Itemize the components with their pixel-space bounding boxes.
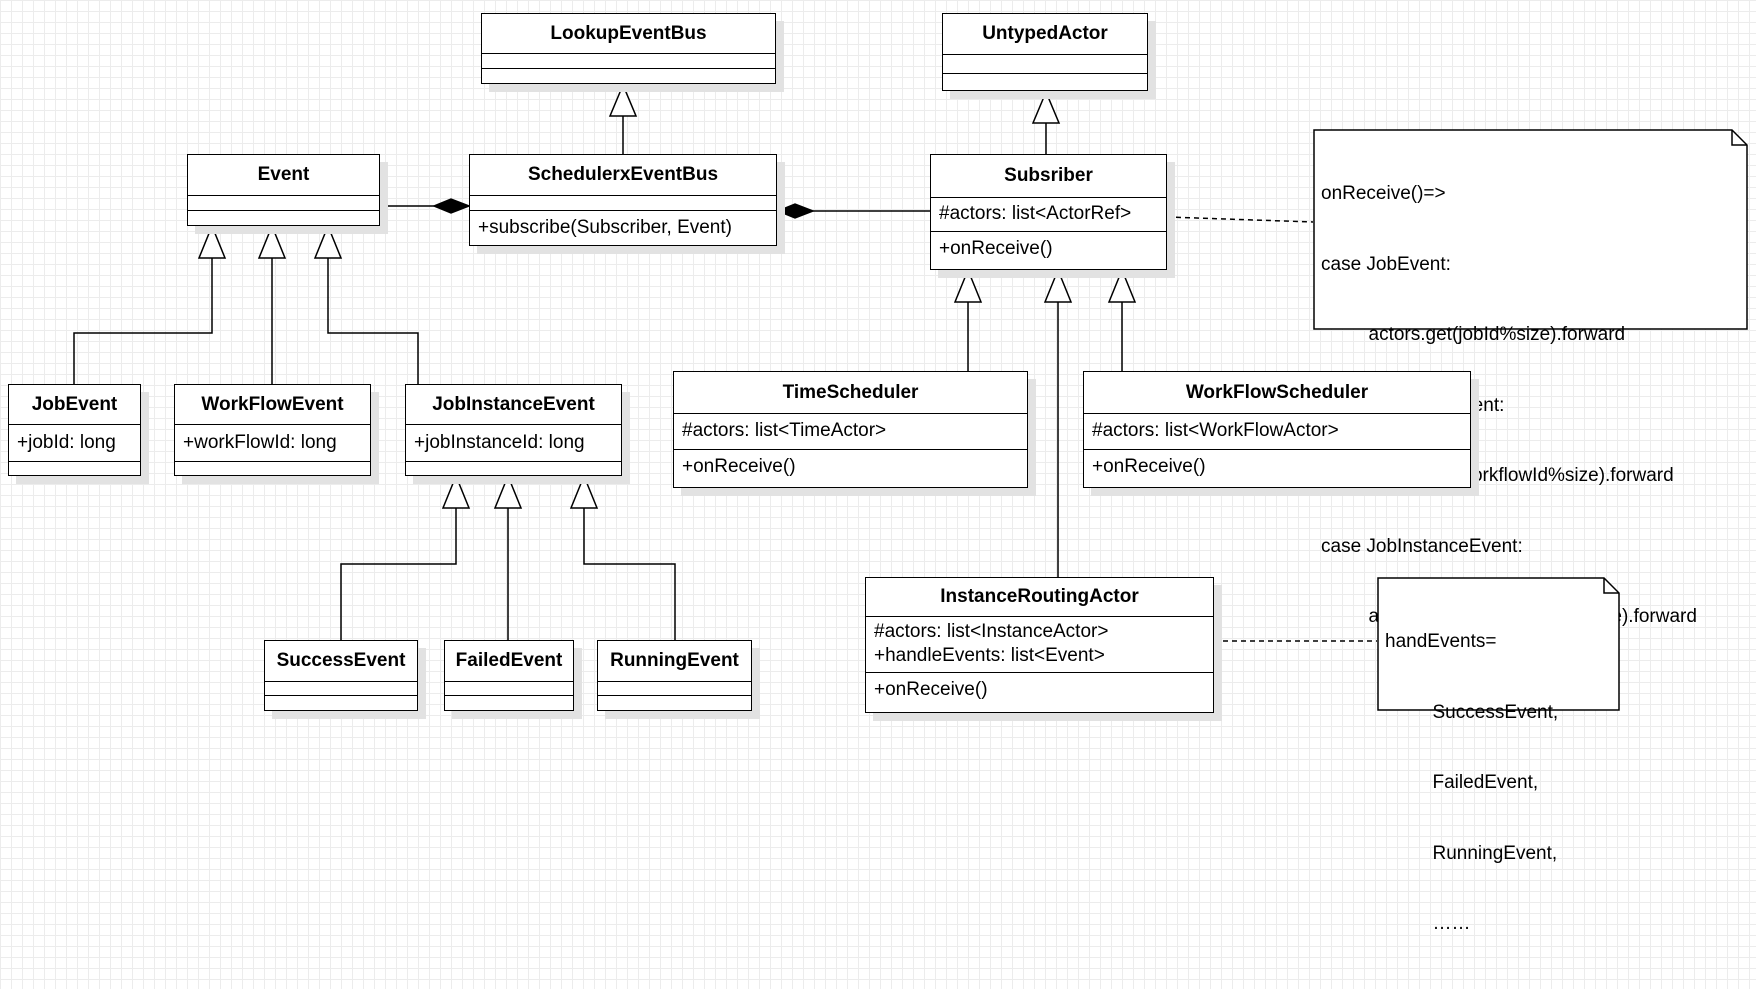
attributes-section [265,682,417,696]
class-successevent: SuccessEvent [264,640,418,711]
methods-section [598,696,751,710]
class-name: JobInstanceEvent [406,385,621,425]
note-shape [1313,129,1748,330]
class-failedevent: FailedEvent [444,640,574,711]
attributes-section: #actors: list<InstanceActor> +handleEven… [866,617,1213,673]
attributes-section [188,196,379,211]
connector-layer [73,83,1377,642]
generalization-arrowhead [313,224,343,259]
attributes-section [482,54,775,69]
class-jobinstanceevent: JobInstanceEvent +jobInstanceId: long [405,384,622,476]
generalization-arrowhead [1107,268,1137,303]
methods-section [943,74,1147,90]
class-timescheduler: TimeScheduler #actors: list<TimeActor> +… [673,371,1028,488]
attributes-section [470,196,776,211]
class-name: SchedulerxEventBus [470,155,776,196]
methods-section [482,69,775,83]
generalization-jobinstanceevent-event [327,258,419,384]
attribute-actors: #actors: list<InstanceActor> [874,621,1109,642]
class-workflowscheduler: WorkFlowScheduler #actors: list<WorkFlow… [1083,371,1471,488]
generalization-arrowhead [493,474,523,509]
attributes-section [943,55,1147,74]
class-lookupeventbus: LookupEventBus [481,13,776,84]
note-line: RunningEvent, [1385,842,1558,864]
note-line: FailedEvent, [1385,772,1539,793]
attribute-actors: #actors: list<ActorRef> [931,198,1166,232]
note-line: actors.get(jobId%size).forward [1321,324,1626,345]
methods-section [445,696,573,710]
class-schedulerxeventbus: SchedulerxEventBus +subscribe(Subscriber… [469,154,777,246]
generalization-runningevent-jobinstanceevent [583,508,676,640]
method-subscribe: +subscribe(Subscriber, Event) [478,217,732,238]
attributes-section [445,682,573,696]
class-name: InstanceRoutingActor [866,578,1213,617]
method-onreceive: +onReceive() [682,456,796,477]
note-line: handEvents= [1385,631,1497,652]
attributes-section [598,682,751,696]
methods-section [9,462,140,475]
class-name: WorkFlowEvent [175,385,370,425]
methods-section [188,211,379,225]
class-name: UntypedActor [943,14,1147,55]
class-workflowevent: WorkFlowEvent +workFlowId: long [174,384,371,476]
method-onreceive: +onReceive() [1092,456,1206,477]
class-subsriber: Subsriber #actors: list<ActorRef> +onRec… [930,154,1167,270]
attribute-jobid: +jobId: long [9,425,140,462]
generalization-arrowhead [1031,90,1061,124]
note-line: onReceive()=> [1321,183,1446,204]
generalization-successevent-jobinstanceevent [340,508,457,640]
class-name: LookupEventBus [482,14,775,54]
note-shape [1377,577,1620,711]
class-name: SuccessEvent [265,641,417,682]
generalization-arrowhead [569,474,599,509]
class-name: Event [188,155,379,196]
class-event: Event [187,154,380,226]
class-jobevent: JobEvent +jobId: long [8,384,141,476]
class-name: Subsriber [931,155,1166,198]
method-onreceive: +onReceive() [939,238,1053,259]
attribute-handleevents: +handleEvents: list<Event> [874,645,1105,666]
class-name: RunningEvent [598,641,751,682]
note-onreceive-dispatch: onReceive()=> case JobEvent: actors.get(… [1313,129,1748,627]
composition-diamond [776,203,816,219]
class-instanceroutingactor: InstanceRoutingActor #actors: list<Insta… [865,577,1214,713]
generalization-arrowhead [441,474,471,509]
class-name: WorkFlowScheduler [1084,372,1470,414]
method-onreceive: +onReceive() [874,679,988,700]
composition-diamond [432,198,472,214]
note-text: handEvents= SuccessEvent, FailedEvent, R… [1377,577,1620,989]
generalization-arrowhead [608,83,638,117]
note-handle-events: handEvents= SuccessEvent, FailedEvent, R… [1377,577,1620,934]
class-name: JobEvent [9,385,140,425]
methods-section [406,462,621,475]
note-line: SuccessEvent, [1385,701,1559,723]
attribute-workflowid: +workFlowId: long [175,425,370,462]
attribute-actors: #actors: list<TimeActor> [674,414,1027,450]
class-runningevent: RunningEvent [597,640,752,711]
class-name: TimeScheduler [674,372,1027,414]
methods-section [265,696,417,710]
generalization-arrowhead [257,224,287,259]
class-name: FailedEvent [445,641,573,682]
generalization-arrowhead [197,224,227,259]
note-line: case JobInstanceEvent: [1321,535,1523,557]
attribute-actors: #actors: list<WorkFlowActor> [1084,414,1470,450]
note-line: case JobEvent: [1321,253,1451,275]
generalization-arrowhead [1043,268,1073,303]
note-line: …… [1385,913,1471,934]
class-untypedactor: UntypedActor [942,13,1148,91]
generalization-jobevent-event [73,258,213,384]
methods-section [175,462,370,475]
note-anchor-subsriber [1166,216,1314,223]
generalization-arrowhead [953,268,983,303]
attribute-jobinstanceid: +jobInstanceId: long [406,425,621,462]
